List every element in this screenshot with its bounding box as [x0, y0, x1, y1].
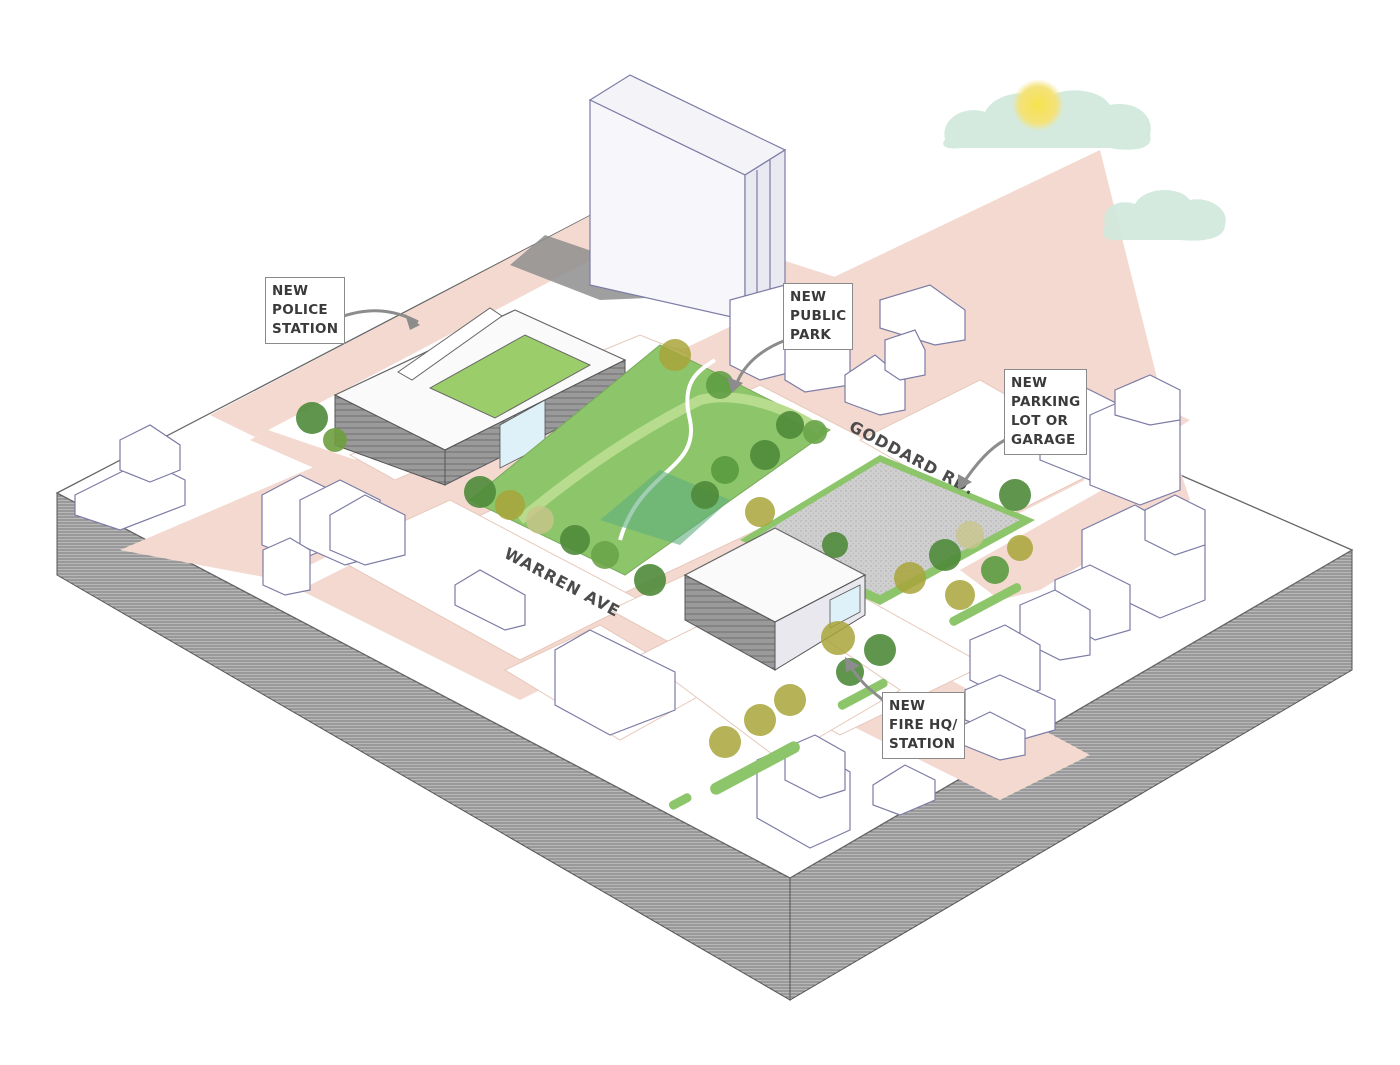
- surrounding-buildings: [74, 284, 1206, 849]
- callout-parking-line-2: PARKING: [1011, 394, 1081, 410]
- callout-fire-line-3: STATION: [889, 736, 956, 752]
- callout-public-park: NEW PUBLIC PARK: [783, 283, 854, 350]
- callout-police-station: NEW POLICE STATION: [265, 277, 346, 344]
- callout-fire-line-1: NEW: [889, 698, 926, 714]
- callout-fire-station: NEW FIRE HQ/ STATION: [882, 692, 965, 759]
- callout-parking-line-3: LOT OR: [1011, 413, 1069, 429]
- callout-fire-line-2: FIRE HQ/: [889, 717, 958, 733]
- callout-police-line-2: POLICE: [272, 302, 328, 318]
- sun-icon: [1012, 79, 1064, 131]
- callout-police-line-3: STATION: [272, 321, 339, 337]
- sky-decoration: [943, 79, 1226, 241]
- cloud-small: [1103, 189, 1226, 241]
- callout-park-line-3: PARK: [790, 327, 832, 343]
- tall-tower: [510, 74, 787, 321]
- callout-parking-line-1: NEW: [1011, 375, 1048, 391]
- fire-station-building: [683, 527, 867, 671]
- callout-arrows: [337, 309, 1006, 702]
- callout-park-line-2: PUBLIC: [790, 308, 847, 324]
- police-station-building: [333, 307, 627, 486]
- callout-park-line-1: NEW: [790, 289, 827, 305]
- callout-parking: NEW PARKING LOT OR GARAGE: [1004, 369, 1088, 455]
- callout-parking-line-4: GARAGE: [1011, 432, 1076, 448]
- callout-police-line-1: NEW: [272, 283, 309, 299]
- trees: [296, 339, 1033, 810]
